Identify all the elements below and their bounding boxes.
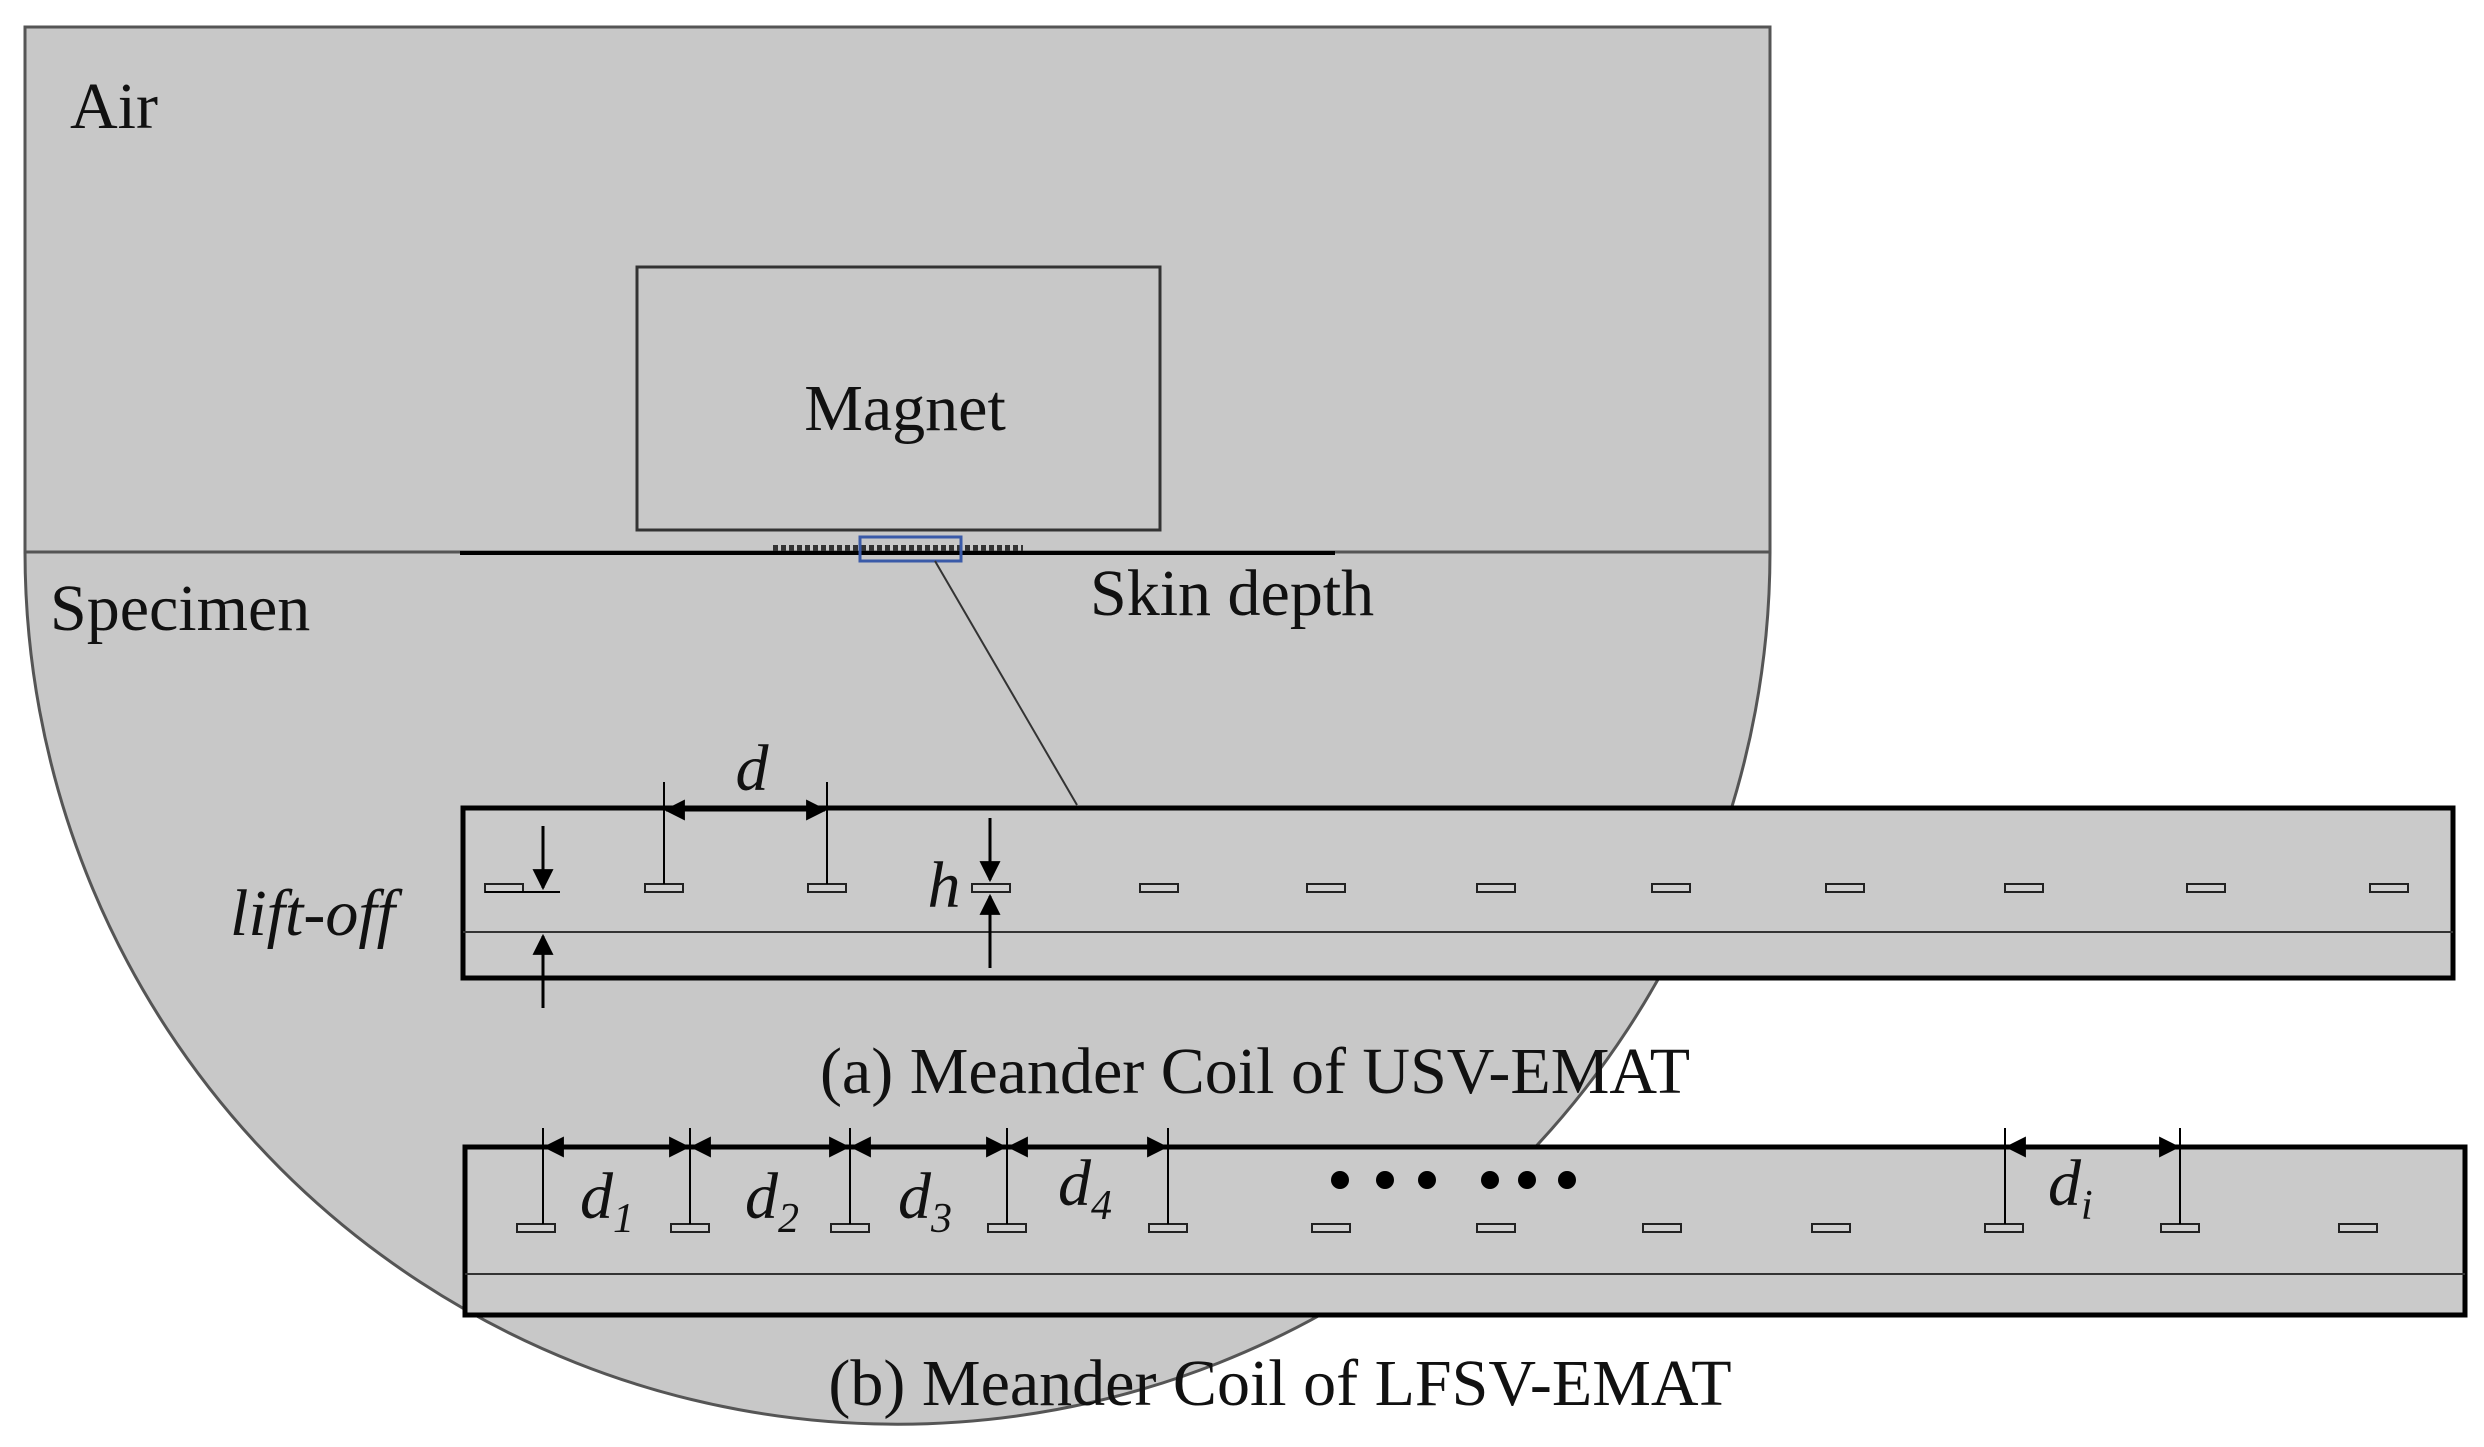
dot [1331,1171,1349,1189]
coil-panel-a: d h lift-off [230,732,2456,1008]
coil-b-conductors [516,1223,2378,1233]
d1-main: d [580,1160,614,1233]
conductor [1476,1223,1516,1233]
d-label: d [736,732,770,805]
d2-main: d [745,1160,779,1233]
d2-subscript: 2 [778,1196,799,1242]
coil-b-frame [462,1144,2468,1318]
d3-subscript: 3 [930,1196,952,1242]
caption-b: (b) Meander Coil of LFSV-EMAT [828,1347,1731,1420]
skin-depth-label: Skin depth [1090,557,1374,630]
conductor [1306,883,1346,893]
caption-a: (a) Meander Coil of USV-EMAT [820,1035,1690,1108]
conductor [2186,883,2226,893]
di-subscript: i [2081,1183,2093,1229]
dot [1558,1171,1576,1189]
conductor [2160,1223,2200,1233]
conductor [484,883,524,893]
conductor [2338,1223,2378,1233]
d4-label: d4 [1058,1147,1112,1229]
dot [1376,1171,1394,1189]
conductor [1148,1223,1188,1233]
d2-label: d2 [745,1160,799,1242]
conductor [987,1223,1027,1233]
conductor [807,883,847,893]
dot [1518,1171,1536,1189]
d3-label: d3 [898,1160,952,1242]
conductor [1476,883,1516,893]
magnet-block [635,265,1162,532]
conductor [516,1223,556,1233]
zoom-leader-line [934,560,1078,806]
conductor [830,1223,870,1233]
dot [1418,1171,1436,1189]
coil-panel-b: d1 d2 d3 d4 di [462,1128,2468,1318]
d3-main: d [898,1160,932,1233]
conductor [644,883,684,893]
h-label: h [928,849,961,922]
specimen-label: Specimen [50,572,310,645]
di-label: di [2048,1147,2093,1229]
air-label: Air [70,70,158,143]
d4-main: d [1058,1147,1092,1220]
d1-label: d1 [580,1160,634,1242]
conductor [2369,883,2409,893]
di-main: d [2048,1147,2082,1220]
zoom-highlight-box [858,535,963,563]
dot [1481,1171,1499,1189]
conductor [1811,1223,1851,1233]
liftoff-label: lift-off [230,877,403,950]
conductor [971,883,1011,893]
d1-subscript: 1 [613,1196,634,1242]
conductor [1825,883,1865,893]
ellipsis-dots [1331,1171,1576,1189]
conductor [1139,883,1179,893]
d4-subscript: 4 [1091,1183,1112,1229]
conductor [2004,883,2044,893]
magnet-label: Magnet [804,372,1006,445]
conductor [1642,1223,1682,1233]
conductor [1651,883,1691,893]
coil-a-conductors [484,883,2409,893]
conductor [1984,1223,2024,1233]
conductor [670,1223,710,1233]
conductor [1311,1223,1351,1233]
coil-a-frame [460,805,2456,981]
